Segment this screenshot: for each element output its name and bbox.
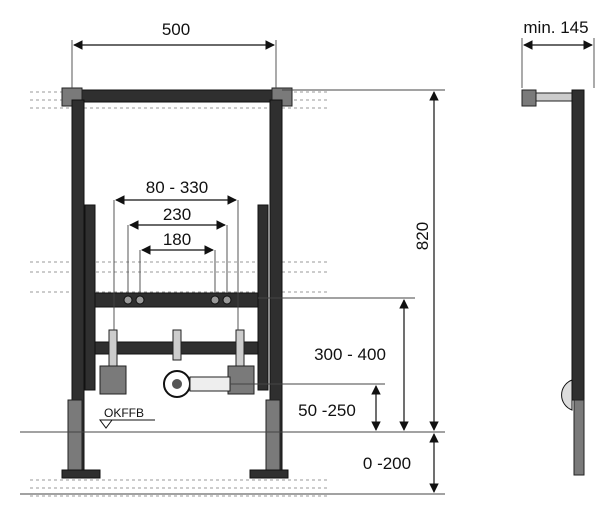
side-bracket	[521, 89, 537, 107]
drain-center	[172, 379, 182, 389]
right-leg	[265, 399, 281, 471]
right-connector-pipe	[235, 329, 245, 367]
drain-pipe	[189, 376, 231, 392]
side-leg	[573, 399, 585, 476]
foot-adjust-label: 0 -200	[363, 454, 411, 473]
left-connector-pipe	[108, 329, 118, 367]
floor-reference-label: OKFFB	[104, 406, 144, 420]
spacing-inner-label: 180	[163, 230, 191, 249]
center-connector-pipe	[172, 329, 182, 361]
side-view: min. 145	[521, 18, 595, 476]
crossbar-height-label: 300 - 400	[314, 345, 386, 364]
left-inner-upright	[84, 204, 96, 391]
fixing-bolts	[123, 295, 232, 305]
side-arm	[535, 92, 573, 102]
right-inner-upright	[257, 204, 269, 391]
top-rail	[71, 89, 283, 103]
front-view: OKFFB 500 80 - 330 230 180 820 300 - 400…	[20, 20, 445, 497]
depth-label: min. 145	[523, 18, 588, 37]
side-drain-icon	[561, 379, 573, 411]
spacing-mid-label: 230	[163, 205, 191, 224]
left-foot	[61, 469, 101, 479]
right-foot	[249, 469, 289, 479]
width-label: 500	[162, 20, 190, 39]
upper-crossbar	[94, 292, 259, 308]
outlet-height-label: 50 -250	[298, 401, 356, 420]
side-upright	[571, 89, 585, 401]
spacing-outer-label: 80 - 330	[146, 178, 208, 197]
left-leg	[67, 399, 83, 471]
right-water-connector	[227, 365, 255, 395]
floor-marker-icon	[99, 419, 113, 429]
left-water-connector	[99, 365, 127, 395]
height-label: 820	[413, 222, 432, 250]
